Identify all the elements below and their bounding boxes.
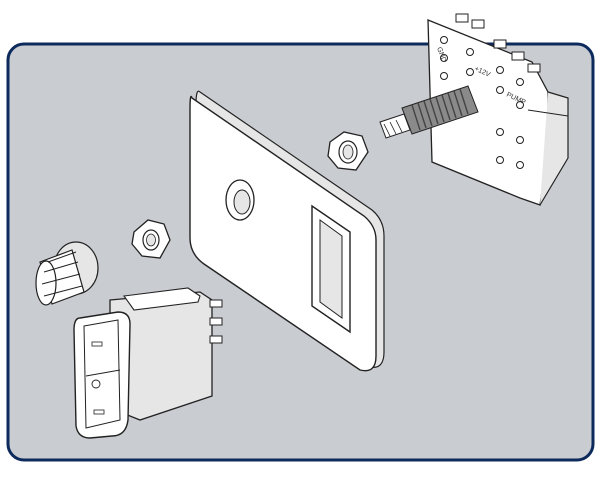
board-terminals [455,13,541,73]
gnd-label: GND [435,46,447,63]
cover-plate [189,90,385,372]
rocker-indicator [91,379,101,389]
switch-terminals [209,299,223,344]
hex-nut-right [327,131,369,171]
hex-nut-left [131,219,171,259]
board-holes [440,36,524,169]
control-knob [35,241,99,306]
rocker-switch [73,287,223,439]
circuit-board: GND +12V PUMP [427,13,569,206]
threaded-shaft [379,85,479,139]
